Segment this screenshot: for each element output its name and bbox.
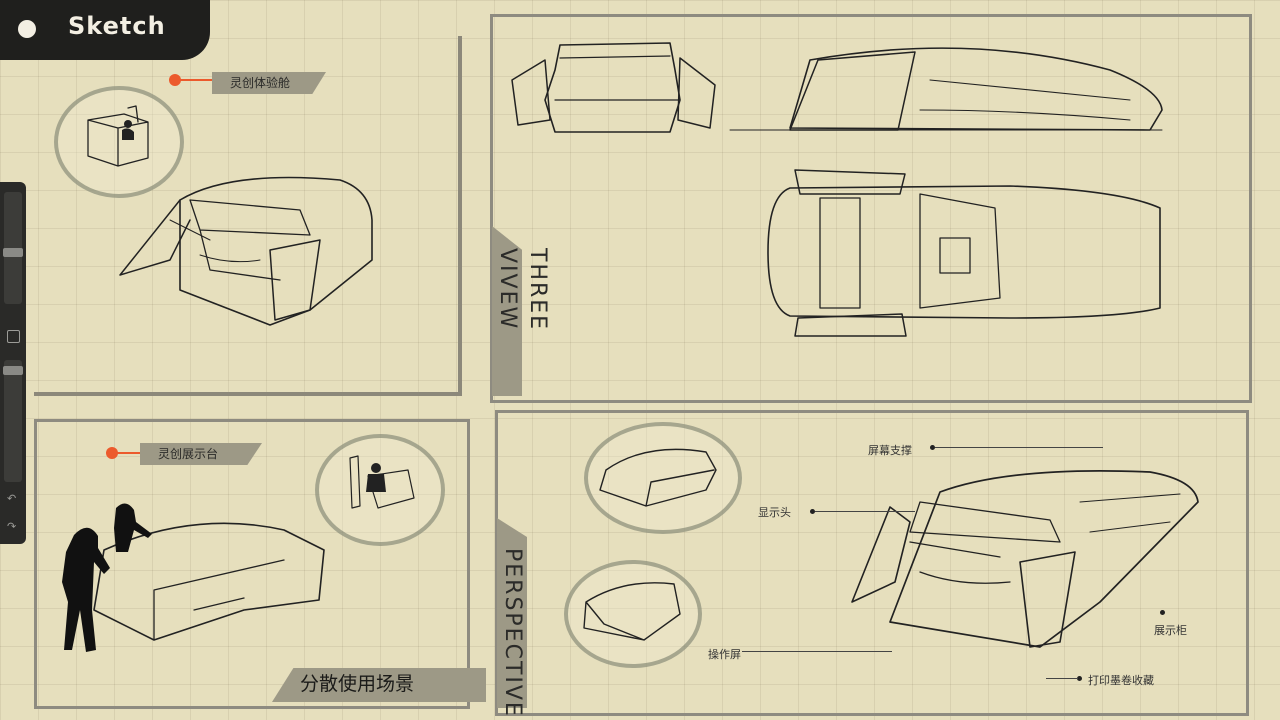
angle-sketch-top — [599, 448, 717, 507]
annotation-screen-support: 屏幕支撑 — [868, 444, 912, 457]
annotation-display-head: 显示头 — [758, 506, 791, 519]
annotation-dot — [1160, 610, 1165, 615]
product-detail-tag: 灵创体验舱 — [212, 72, 326, 94]
annotation-pin — [169, 74, 181, 86]
brush-size-thumb[interactable] — [3, 248, 23, 257]
annotation-leader — [935, 447, 1103, 448]
side-toolbar: ↶ ↷ — [0, 182, 26, 544]
angle-sketch-bottom — [583, 582, 681, 641]
opacity-thumb[interactable] — [3, 366, 23, 375]
product-perspective-sketch — [119, 176, 373, 326]
annotation-pin-line — [178, 79, 216, 81]
undo-icon[interactable]: ↶ — [7, 493, 17, 505]
three-view-panel — [490, 14, 1252, 403]
scene-panel — [34, 419, 470, 709]
perspective-label: PERSPECTIVE — [500, 548, 525, 718]
usage-thumbnail — [54, 86, 184, 198]
annotation-leader — [815, 511, 915, 512]
annotation-dot — [930, 445, 935, 450]
annotation-dot — [810, 509, 815, 514]
annotation-dot — [1077, 676, 1082, 681]
annotation-leader — [1046, 678, 1078, 679]
annotation-pin-line — [115, 452, 145, 454]
perspective-panel — [495, 410, 1249, 716]
top-view-sketch — [767, 169, 1161, 337]
perspective-strip — [497, 518, 527, 708]
kiosk-mini-sketch — [87, 105, 149, 167]
square-icon[interactable] — [7, 330, 20, 343]
three-view-strip — [492, 226, 522, 396]
annotation-pin — [106, 447, 118, 459]
annotation-control-screen: 操作屏 — [708, 648, 741, 661]
front-view-sketch — [511, 42, 716, 133]
scene-tag: 灵创展示台 — [140, 443, 262, 465]
annotation-print-storage: 打印墨卷收藏 — [1088, 674, 1154, 687]
perspective-main-sketch — [851, 470, 1199, 648]
annotation-leader — [742, 651, 892, 652]
opacity-slider[interactable] — [4, 360, 22, 482]
app-menu-icon[interactable] — [18, 20, 36, 38]
scene-caption: 分散使用场景 — [272, 668, 486, 702]
annotation-showcase: 展示柜 — [1154, 624, 1187, 637]
app-title: Sketch — [68, 12, 166, 40]
side-view-sketch — [729, 47, 1163, 131]
product-detail-panel — [34, 36, 462, 396]
seated-user-mini-sketch — [349, 455, 415, 509]
redo-icon[interactable]: ↷ — [7, 521, 17, 533]
three-view-label: THREE VIVEW — [495, 248, 550, 332]
scene-sketch — [62, 503, 325, 652]
angle-thumbnail-top — [584, 422, 742, 534]
